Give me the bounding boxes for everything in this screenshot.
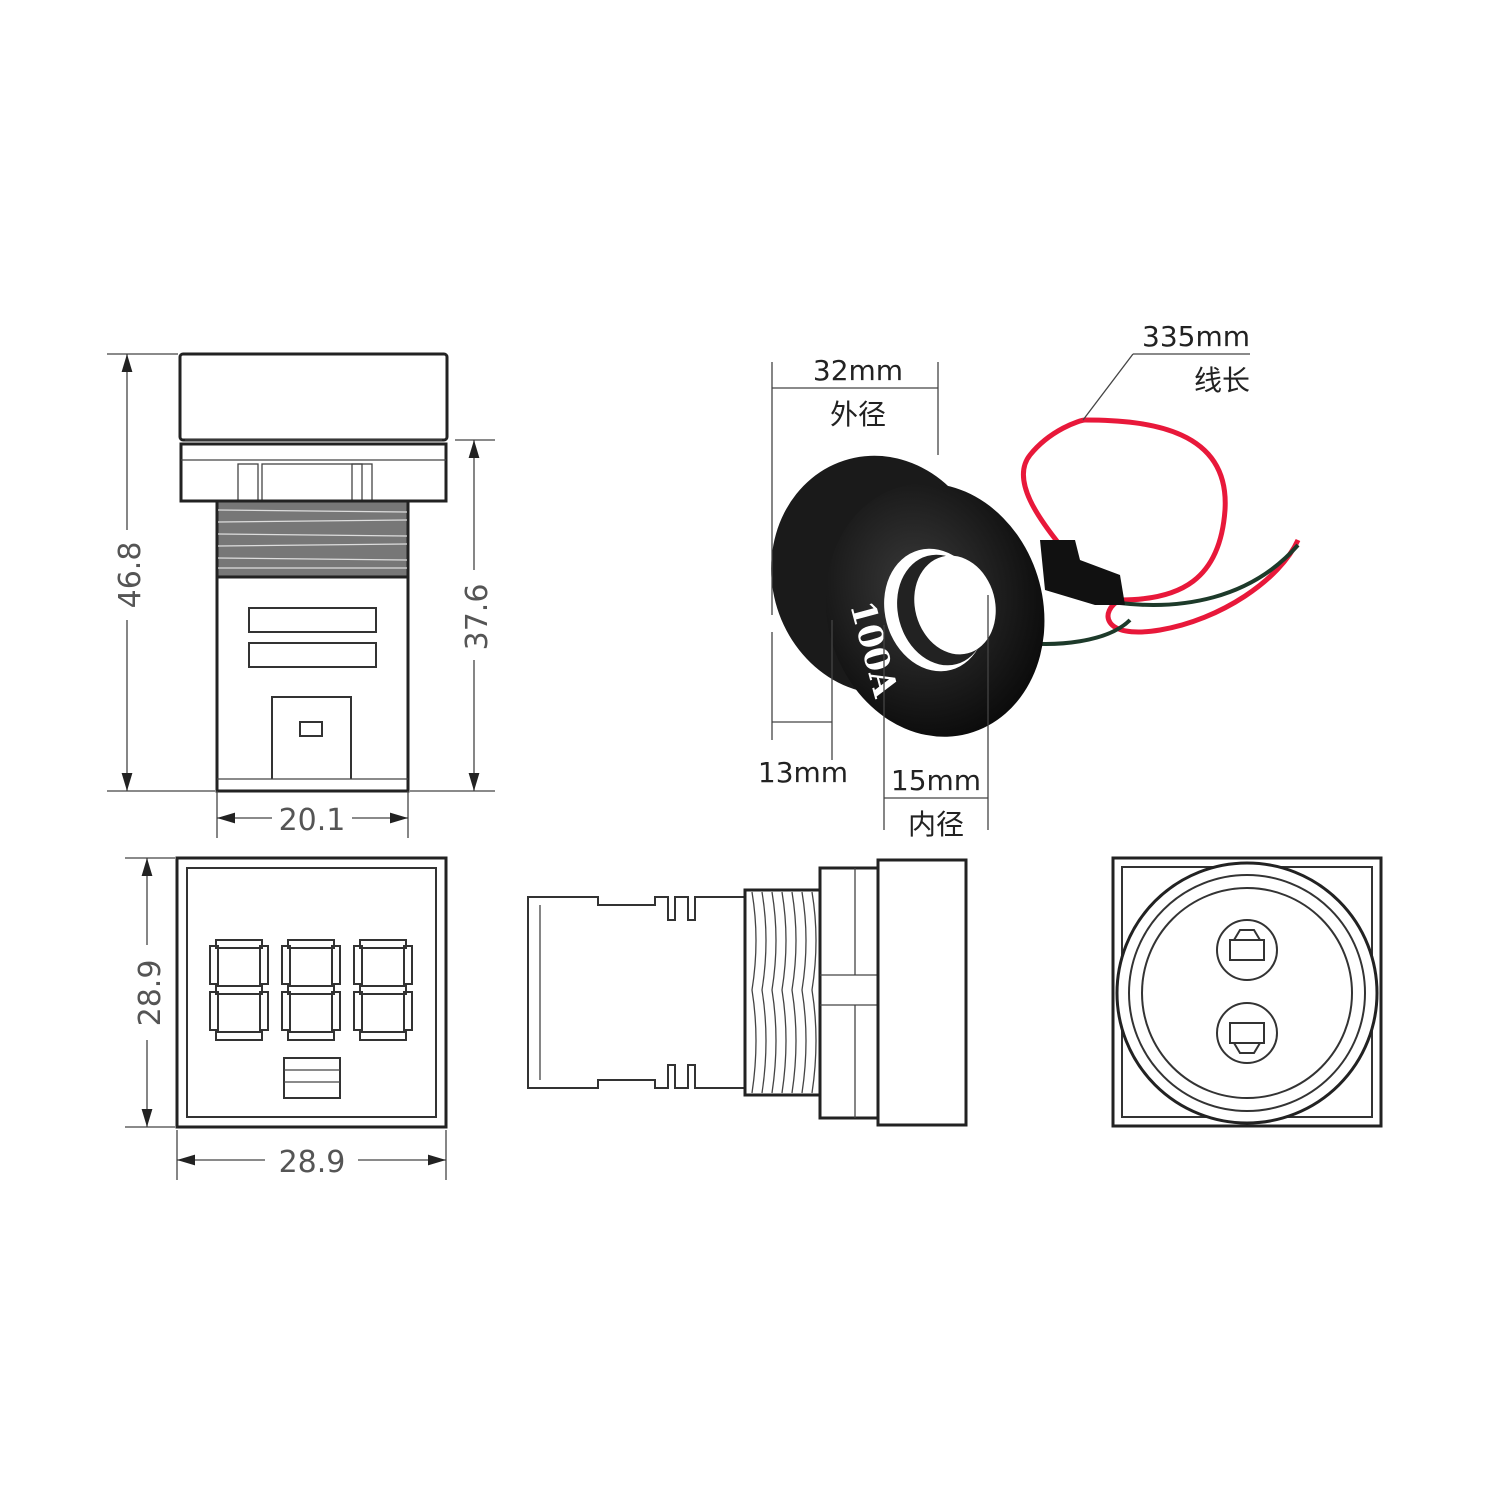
current-transformer: 100A [771,417,1301,737]
segment [359,985,407,995]
terminal-top [1216,919,1278,981]
thread-lines [751,891,817,1094]
thread-line [801,891,807,1094]
side-dimensions: 46.8 37.6 20.1 [107,353,495,838]
inner-diameter-label: 内径 [908,808,964,841]
front-view [175,856,448,1129]
bezel [179,442,448,503]
segment [353,991,363,1031]
segment [353,945,363,985]
side-profile-view [527,858,968,1127]
thread-line [781,891,787,1094]
segment [215,1031,263,1041]
segment [215,985,263,995]
indicator-window [283,1057,341,1099]
segment [209,991,219,1031]
segment [287,939,335,949]
segment [331,945,341,985]
outer-diameter-value: 32mm [813,354,903,387]
digit [281,939,341,1041]
ct-dimensions: 32mm 外径 335mm 线长 13mm 15mm 内径 [758,320,1250,841]
segment [359,939,407,949]
dim-body-height: 37.6 [460,584,495,651]
segment [331,991,341,1031]
back-view [1111,856,1383,1128]
dim-front-height: 28.9 [133,960,168,1027]
segment [359,1031,407,1041]
segment [287,1031,335,1041]
thread-line [771,891,777,1094]
segment [209,945,219,985]
dim-body-width: 20.1 [279,803,346,838]
thread-line [761,891,767,1094]
dim-front-width: 28.9 [279,1145,346,1180]
seven-segment-display [209,939,413,1041]
side-view [178,352,449,793]
cap [178,352,449,442]
outer-diameter-label: 外径 [830,398,886,431]
wire-length-label: 线长 [1194,364,1250,397]
front-dimensions: 28.9 28.9 [125,857,447,1180]
inner-diameter-value: 15mm [891,764,981,797]
thread-line [811,891,817,1094]
terminal-bottom [1216,1002,1278,1064]
segment [403,945,413,985]
back-ring [1115,861,1379,1125]
segment [259,945,269,985]
segment [281,945,291,985]
housing [215,575,410,793]
segment [287,985,335,995]
digit [353,939,413,1041]
segment [215,939,263,949]
thread-line [791,891,797,1094]
segment [403,991,413,1031]
digit [209,939,269,1041]
thickness-value: 13mm [758,756,848,789]
segment [281,991,291,1031]
thread [215,499,410,579]
thread-line [751,891,757,1094]
dim-total-height: 46.8 [113,542,148,609]
connector [1040,540,1125,605]
segment [259,991,269,1031]
wire-red [1021,417,1301,635]
wire-length-value: 335mm [1142,320,1250,353]
